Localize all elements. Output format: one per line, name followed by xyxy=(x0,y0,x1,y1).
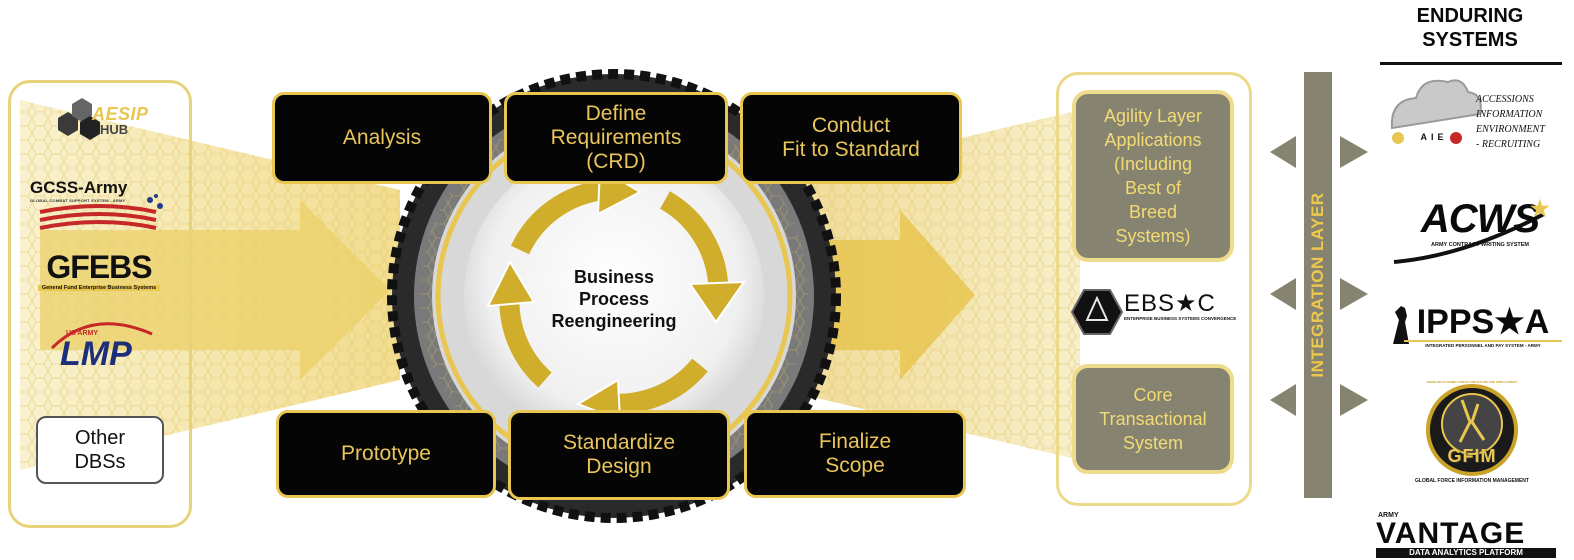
connector-arrows xyxy=(1270,136,1368,416)
aie-line-1: ACCESSIONS xyxy=(1476,94,1534,105)
acws-logo: ACWS ARMY CONTRACT WRITING SYSTEM ★ xyxy=(1400,196,1560,248)
gcss-name: GCSS-Army xyxy=(30,178,128,197)
step-standardize-design: Standardize Design xyxy=(508,410,730,500)
step-prototype-label: Prototype xyxy=(341,442,431,465)
gfebs-logo: GFEBS General Fund Enterprise Business S… xyxy=(38,250,160,291)
lmp-top: US ARMY xyxy=(66,330,99,337)
step-analysis: Analysis xyxy=(272,92,492,184)
step-define-label: Define Requirements (CRD) xyxy=(550,102,682,173)
enduring-systems-title: ENDURING SYSTEMS xyxy=(1416,5,1524,51)
acws-name: ACWS xyxy=(1420,197,1540,241)
other-dbss-box: Other DBSs xyxy=(36,416,164,484)
agility-layer-label: Agility Layer Applications (Including Be… xyxy=(1103,106,1203,246)
center-label-text: Business Process Reengineering xyxy=(551,267,677,331)
step-prototype: Prototype xyxy=(276,410,496,498)
ebsc-emblem xyxy=(1070,289,1124,335)
legacy-systems-panel xyxy=(8,80,192,528)
gfim-name: GFIM xyxy=(1447,446,1497,466)
agility-layer-box: Agility Layer Applications (Including Be… xyxy=(1072,90,1234,262)
enduring-divider xyxy=(1380,62,1562,65)
ipps-soldier-icon xyxy=(1393,306,1409,344)
ipps-sub: INTEGRATED PERSONNEL AND PAY SYSTEM - AR… xyxy=(1404,340,1562,348)
ebsc-name: EBS★C xyxy=(1124,290,1216,317)
enduring-systems-header: ENDURING SYSTEMS xyxy=(1380,4,1560,52)
vantage-logo: ARMY VANTAGE DATA ANALYTICS PLATFORM xyxy=(1376,512,1566,558)
aie-mark: AIE xyxy=(1420,132,1448,142)
aie-line-3: ENVIRONMENT xyxy=(1476,124,1545,135)
vantage-name: VANTAGE xyxy=(1376,517,1526,550)
gfim-sub: GLOBAL FORCE INFORMATION MANAGEMENT xyxy=(1415,478,1529,484)
target-architecture-panel xyxy=(1056,72,1252,506)
center-label: Business Process Reengineering xyxy=(528,266,700,332)
gcss-logo: GCSS-Army GLOBAL COMBAT SUPPORT SYSTEM -… xyxy=(30,178,160,203)
gfebs-name: GFEBS xyxy=(46,249,152,285)
gcss-flag-icon xyxy=(39,194,163,230)
vantage-sub: DATA ANALYTICS PLATFORM xyxy=(1376,548,1556,558)
gfebs-sub: General Fund Enterprise Business Systems xyxy=(38,285,160,291)
core-transactional-box: Core Transactional System xyxy=(1072,364,1234,474)
aesip-logo: AESIP HUB xyxy=(92,104,172,137)
vantage-top: ARMY xyxy=(1378,512,1399,519)
aie-line-2: INFORMATION xyxy=(1476,109,1543,120)
aesip-cubes-icon xyxy=(58,98,100,140)
step-standardize-label: Standardize Design xyxy=(562,431,676,478)
lmp-name: LMP xyxy=(60,335,132,373)
gfim-ring-text: ENABLING DYNAMIC FORCE STRUCTURE AND EMP… xyxy=(1426,380,1518,384)
acws-star-icon: ★ xyxy=(1530,196,1550,221)
other-dbss-label: Other DBSs xyxy=(74,427,126,473)
core-transactional-label: Core Transactional System xyxy=(1099,385,1207,453)
aie-logo: ACCESSIONS INFORMATION ENVIRONMENT - REC… xyxy=(1476,92,1566,152)
gfim-emblem xyxy=(1426,384,1518,476)
aie-cloud-icon xyxy=(1390,79,1482,144)
aesip-sub: HUB xyxy=(100,122,129,137)
gcss-sub: GLOBAL COMBAT SUPPORT SYSTEM - ARMY xyxy=(30,198,126,203)
ebsc-sub: ENTERPRISE BUSINESS SYSTEMS CONVERGENCE xyxy=(1124,316,1237,321)
step-conduct-label: Conduct Fit to Standard xyxy=(782,114,920,161)
ipps-name: IPPS★A xyxy=(1416,303,1550,341)
aesip-name: AESIP xyxy=(92,104,149,124)
acws-swoosh-icon xyxy=(1393,212,1545,264)
step-finalize-scope: Finalize Scope xyxy=(744,410,966,498)
integration-layer-bar xyxy=(1304,72,1332,498)
aie-line-4: - RECRUITING xyxy=(1476,139,1541,150)
step-finalize-label: Finalize Scope xyxy=(818,430,892,477)
integration-layer-label: INTEGRATION LAYER xyxy=(1308,192,1327,378)
ipps-logo: IPPS★A INTEGRATED PERSONNEL AND PAY SYST… xyxy=(1404,304,1562,348)
lmp-swoosh-icon xyxy=(50,322,153,350)
left-big-arrow xyxy=(40,200,390,380)
step-analysis-label: Analysis xyxy=(342,126,422,149)
lmp-logo: US ARMY LMP xyxy=(56,330,156,371)
acws-sub: ARMY CONTRACT WRITING SYSTEM xyxy=(1431,242,1529,248)
step-conduct-fit: Conduct Fit to Standard xyxy=(740,92,962,184)
step-define-requirements: Define Requirements (CRD) xyxy=(504,92,728,184)
ebsc-logo: EBS★C ENTERPRISE BUSINESS SYSTEMS CONVER… xyxy=(1124,290,1250,322)
